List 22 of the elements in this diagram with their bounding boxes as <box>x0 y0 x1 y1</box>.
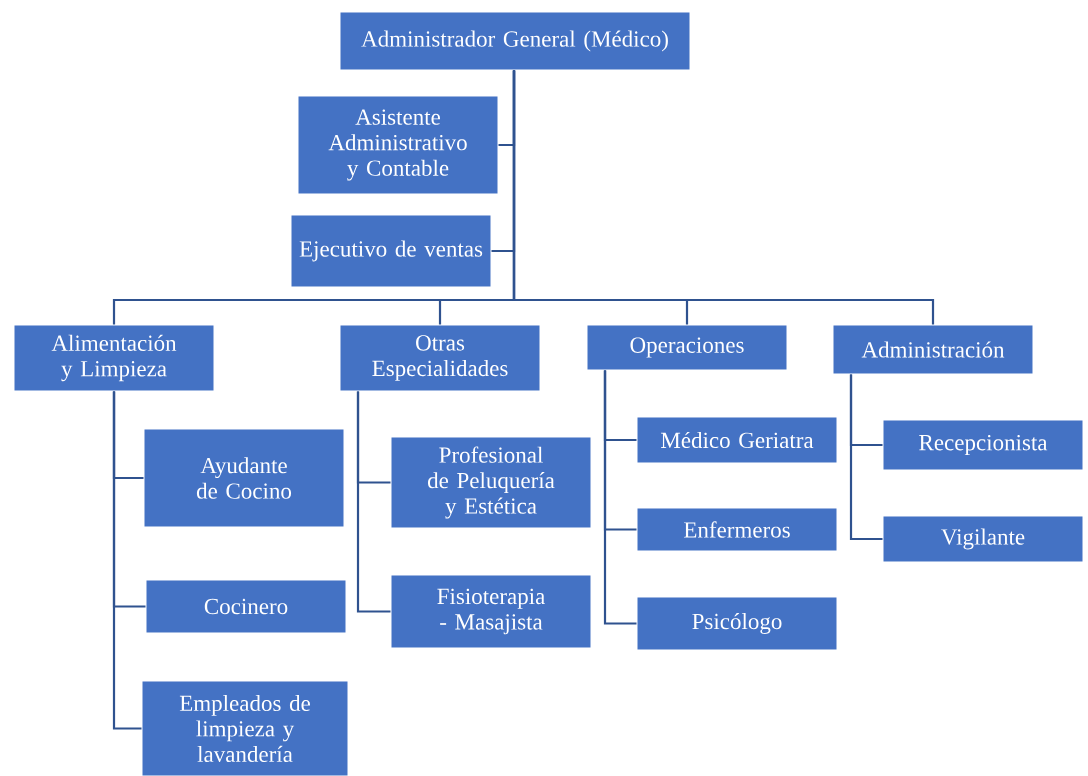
org-box: Cocinero <box>145 579 347 634</box>
org-box: Administración <box>832 324 1034 375</box>
connector-line <box>112 391 142 730</box>
org-box: Administrador General (Médico) <box>339 11 691 71</box>
connector-line <box>849 374 883 541</box>
connector-line <box>603 370 637 625</box>
connector-line <box>512 70 935 325</box>
org-box: Psicólogo <box>636 596 838 651</box>
connector-line <box>356 391 391 613</box>
org-box: Ejecutivo de ventas <box>290 214 492 288</box>
org-box: Fisioterapia - Masajista <box>390 574 592 649</box>
org-box: Profesional de Peluquería y Estética <box>390 436 592 529</box>
org-box: Ayudante de Cocino <box>143 428 345 528</box>
org-box: Alimentación y Limpieza <box>13 324 215 392</box>
org-box: Vigilante <box>882 515 1084 563</box>
org-box: Operaciones <box>586 324 788 371</box>
org-box: Enfermeros <box>636 507 838 552</box>
org-box: Recepcionista <box>882 419 1084 471</box>
org-box: Médico Geriatra <box>636 416 838 464</box>
org-box: Otras Especialidades <box>339 324 541 392</box>
org-box: Asistente Administrativo y Contable <box>297 95 499 195</box>
org-box: Empleados de limpieza y lavandería <box>141 680 349 776</box>
